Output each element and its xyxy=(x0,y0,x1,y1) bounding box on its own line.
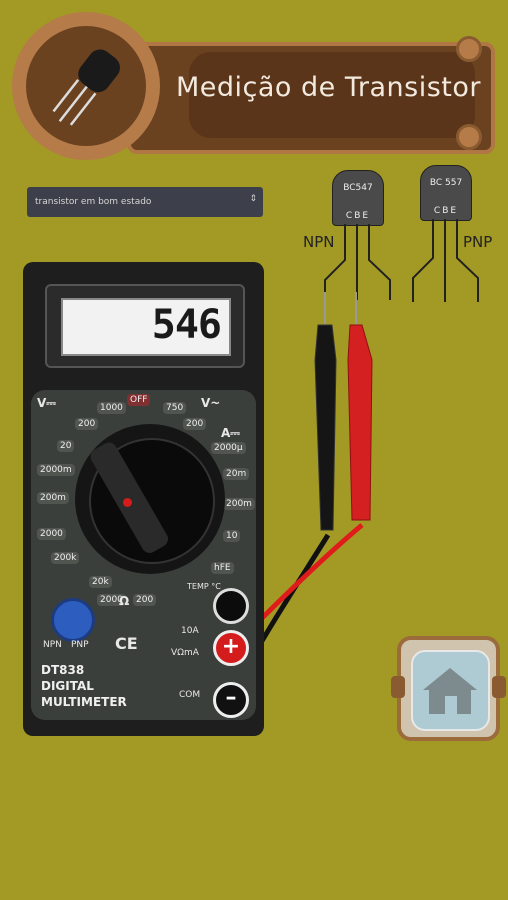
label-10a: 10A xyxy=(181,626,199,636)
range-temp: TEMP °C xyxy=(187,582,221,591)
range-200-ohm: 200 xyxy=(133,594,157,606)
title-plaque xyxy=(127,42,495,154)
range-2000-ohm: 2000 xyxy=(97,594,126,606)
plaque-knob xyxy=(456,124,482,150)
home-icon xyxy=(423,668,477,714)
range-200-vac: 200 xyxy=(183,418,207,430)
label-off: OFF xyxy=(127,394,151,406)
range-hfe: hFE xyxy=(211,562,234,574)
multimeter: 546 V⎓ OFF V~ A⎓ 1000 200 20 2000m 200m … xyxy=(23,262,264,736)
transistor-pins: CBE xyxy=(345,211,371,221)
select-value: transistor em bom estado xyxy=(35,197,152,207)
logo-roundel xyxy=(12,12,160,160)
label-com: COM xyxy=(179,690,201,700)
jack-vohma[interactable]: + xyxy=(213,630,249,666)
app-header: Medição de Transistor xyxy=(12,12,495,172)
display-value: 546 xyxy=(151,302,222,348)
transistor-name: BC 557 xyxy=(429,178,463,188)
page-title: Medição de Transistor xyxy=(176,72,481,103)
range-2000u: 2000μ xyxy=(211,442,246,454)
pnp-transistor: BC 557 CBE xyxy=(420,165,472,221)
transistor-pins: CBE xyxy=(433,206,459,216)
range-1000: 1000 xyxy=(97,402,126,414)
range-2000: 2000 xyxy=(37,528,66,540)
meter-brand: DT838 DIGITAL MULTIMETER xyxy=(41,663,127,709)
npn-transistor: BC547 CBE xyxy=(332,170,384,226)
label-npn: NPN xyxy=(43,640,62,650)
label-ohm: Ω xyxy=(119,594,130,608)
range-2000m: 2000m xyxy=(37,464,75,476)
ce-mark: CE xyxy=(115,634,138,653)
label-v-dc: V⎓ xyxy=(37,396,56,410)
label-a-dc: A⎓ xyxy=(221,426,240,440)
range-200k: 200k xyxy=(51,552,80,564)
pnp-label: PNP xyxy=(463,233,493,251)
label-vohma: VΩmA xyxy=(171,648,199,658)
range-200m: 200m xyxy=(37,492,69,504)
transistor-name: BC547 xyxy=(343,183,373,193)
plaque-knob xyxy=(456,36,482,62)
range-750: 750 xyxy=(163,402,187,414)
transistor-state-select[interactable]: transistor em bom estado ⇕ xyxy=(27,187,263,217)
transistor-icon xyxy=(52,49,120,126)
button-strap xyxy=(391,676,405,698)
range-10: 10 xyxy=(223,530,241,542)
range-20k: 20k xyxy=(89,576,112,588)
range-20: 20 xyxy=(57,440,75,452)
hfe-socket[interactable] xyxy=(51,598,95,642)
range-20m: 20m xyxy=(223,468,250,480)
label-v-ac: V~ xyxy=(201,396,221,410)
npn-label: NPN xyxy=(303,233,335,251)
jack-10a[interactable] xyxy=(213,588,249,624)
lcd-frame: 546 xyxy=(45,284,245,368)
range-200m-a: 200m xyxy=(223,498,255,510)
button-strap xyxy=(492,676,506,698)
select-arrow-icon: ⇕ xyxy=(249,194,257,204)
home-button[interactable] xyxy=(391,636,506,741)
label-pnp: PNP xyxy=(71,640,89,650)
jack-com[interactable]: – xyxy=(213,682,249,718)
function-panel: V⎓ OFF V~ A⎓ 1000 200 20 2000m 200m 2000… xyxy=(31,390,256,720)
lcd-display: 546 xyxy=(61,298,231,356)
dial-indicator-dot xyxy=(123,498,132,507)
rotary-dial[interactable] xyxy=(75,424,225,574)
range-200v: 200 xyxy=(75,418,99,430)
